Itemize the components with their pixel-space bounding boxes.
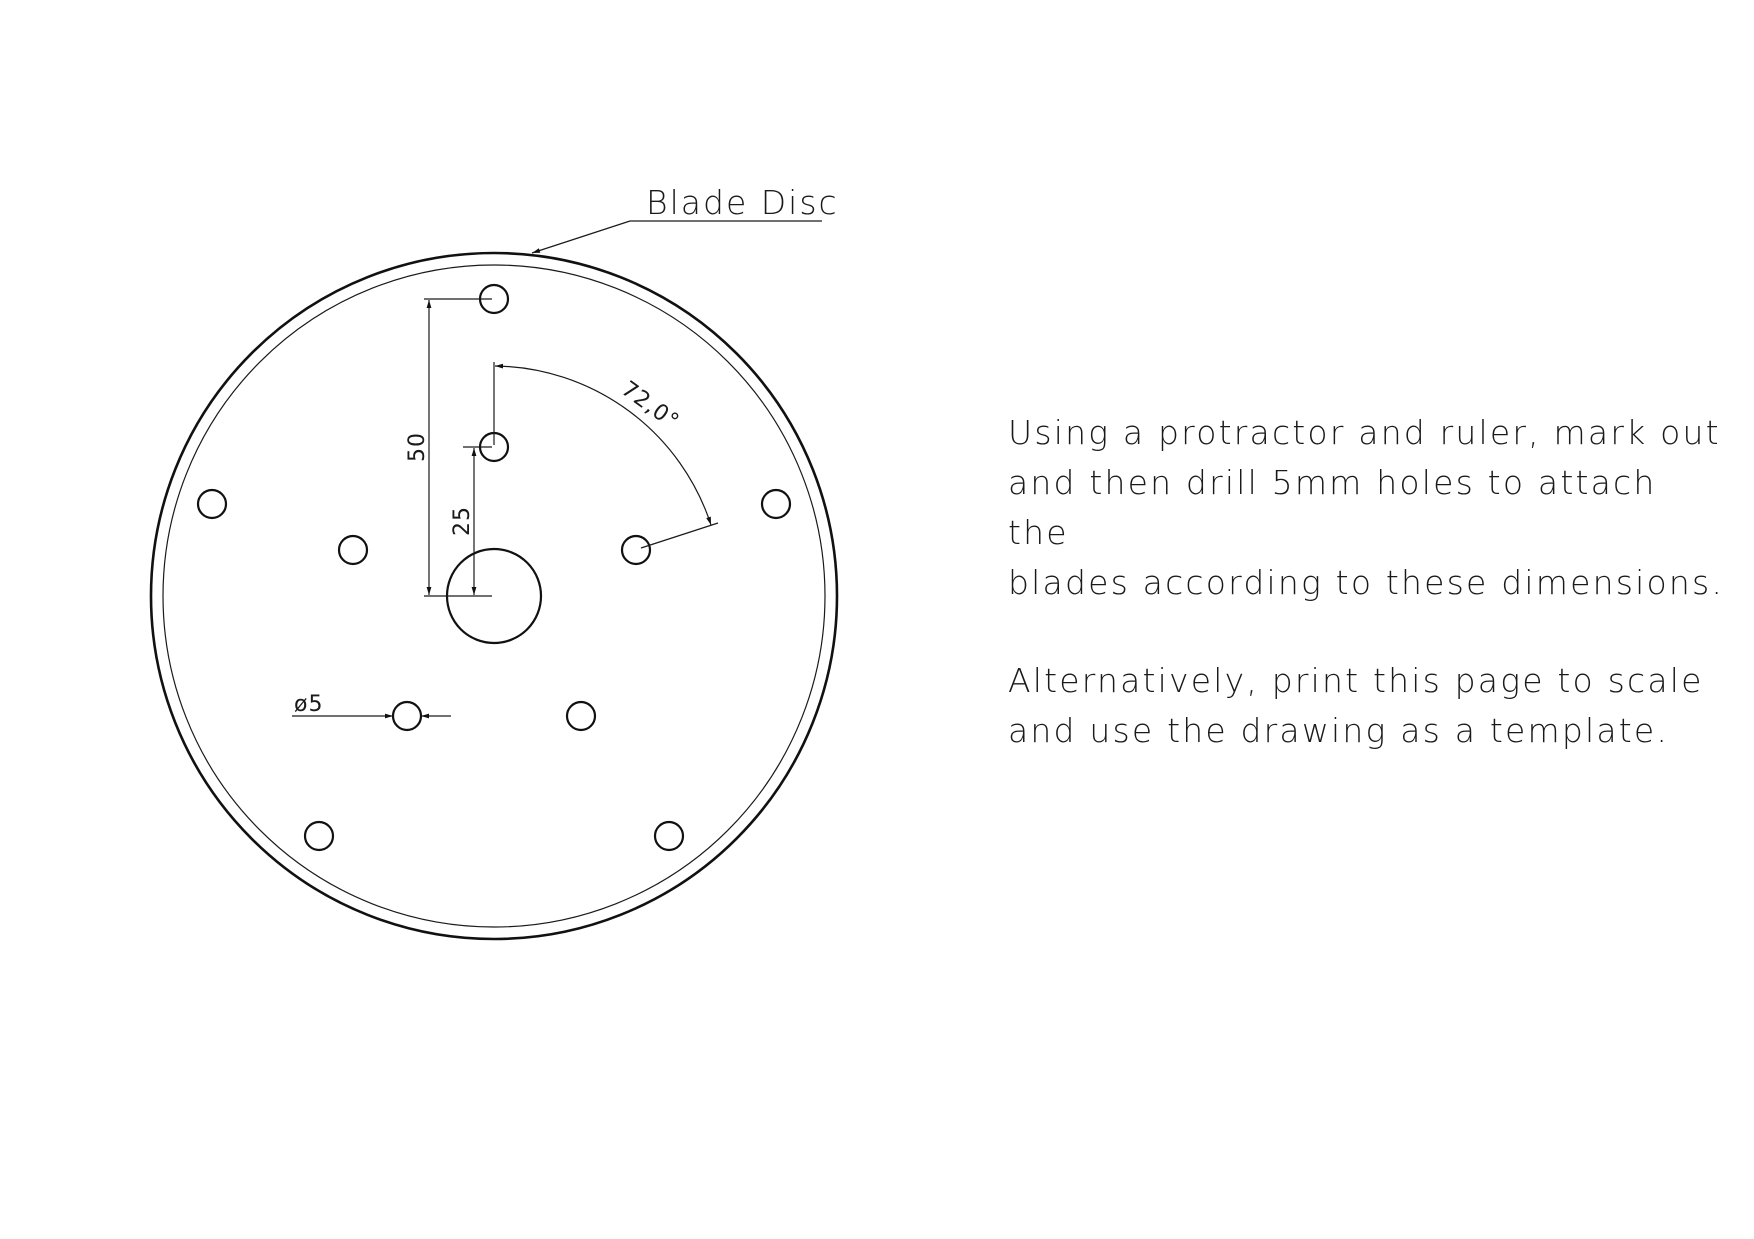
instruction-paragraph-1: Using a protractor and ruler, mark out a… [1008, 413, 1725, 602]
inner-hole-4 [391, 700, 423, 732]
dimension-25 [463, 446, 492, 595]
dimension-hole-diameter-label: ø5 [294, 692, 323, 717]
disc-inner-edge [162, 264, 826, 928]
title-leader [531, 220, 822, 254]
inner-hole-3 [565, 700, 597, 732]
dimension-angle [493, 362, 719, 549]
drawing-title: Blade Disc [646, 183, 839, 222]
disc-outer-edge [149, 251, 839, 941]
outer-hole-2 [760, 488, 792, 520]
outer-hole-3 [653, 820, 685, 852]
instructions: Using a protractor and ruler, mark out a… [1008, 408, 1728, 804]
dimension-angle-label: 72,0° [616, 377, 683, 435]
dimension-50-label: 50 [405, 432, 430, 462]
inner-hole-2 [620, 534, 652, 566]
inner-hole-5 [337, 534, 369, 566]
instruction-paragraph-2: Alternatively, print this page to scale … [1008, 661, 1704, 750]
outer-hole-5 [196, 488, 228, 520]
dimension-50 [424, 298, 492, 597]
dimension-25-label: 25 [450, 506, 475, 536]
outer-hole-4 [303, 820, 335, 852]
